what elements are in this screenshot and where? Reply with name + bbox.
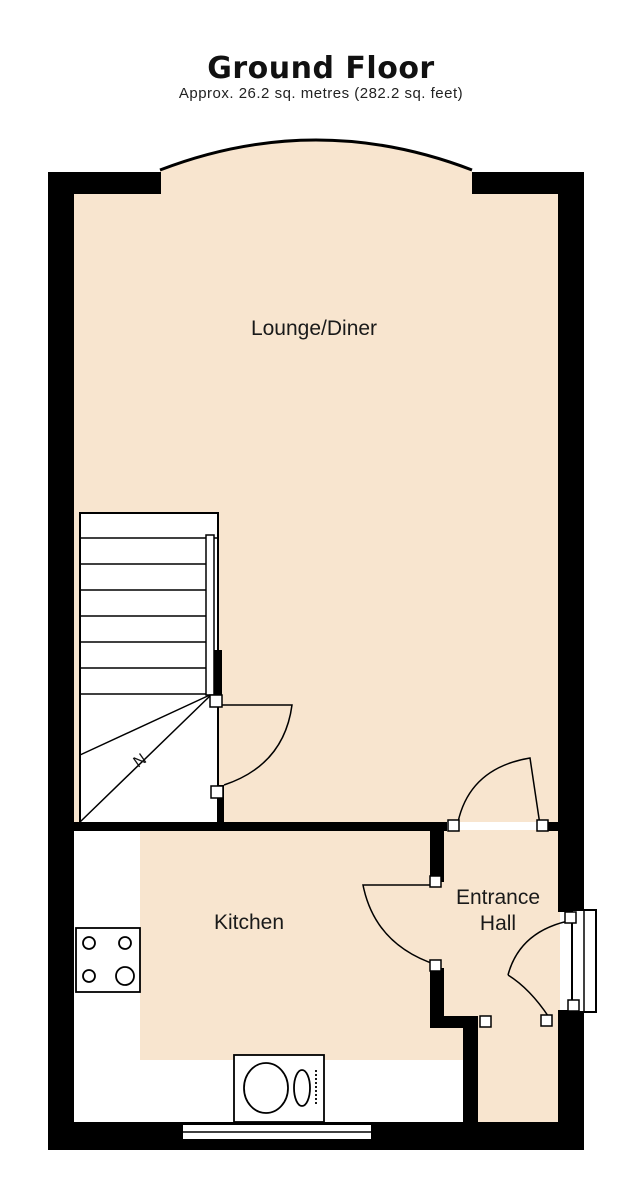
front-door-frame — [571, 909, 597, 1013]
kitchen-floor — [140, 830, 465, 1060]
rear-window — [181, 1123, 373, 1141]
room-label-hall-line1: Entrance — [456, 886, 540, 909]
wall-internal-hall-right — [463, 1016, 478, 1122]
wall-top-right — [472, 172, 584, 194]
hall-floor — [445, 830, 560, 1122]
wall-kitchen-lounge-strip — [540, 822, 560, 831]
bay-window — [159, 138, 473, 172]
wall-top-left — [48, 172, 161, 194]
room-label-lounge: Lounge/Diner — [251, 317, 377, 340]
lounge-door — [209, 694, 293, 799]
front-door — [479, 911, 580, 1028]
wall-internal-hall-left-bottom — [430, 968, 444, 1026]
outer-walls — [48, 172, 584, 1150]
hob — [75, 927, 141, 993]
kitchen-door — [362, 875, 442, 972]
plan-header: Ground Floor Approx. 26.2 sq. metres (28… — [0, 52, 642, 102]
wall-internal-horizontal — [72, 822, 447, 831]
floor-title: Ground Floor — [207, 51, 435, 86]
staircase: N — [79, 512, 222, 824]
wall-left — [48, 172, 74, 1150]
kitchen-sink — [233, 1054, 325, 1123]
wall-right — [558, 172, 584, 912]
wall-internal-hall-left-top — [430, 822, 444, 882]
room-label-hall-line2: Hall — [480, 912, 516, 935]
hall-lounge-door — [447, 757, 549, 832]
room-label-kitchen: Kitchen — [214, 911, 284, 934]
floor-area-subtitle: Approx. 26.2 sq. metres (282.2 sq. feet) — [178, 85, 464, 102]
